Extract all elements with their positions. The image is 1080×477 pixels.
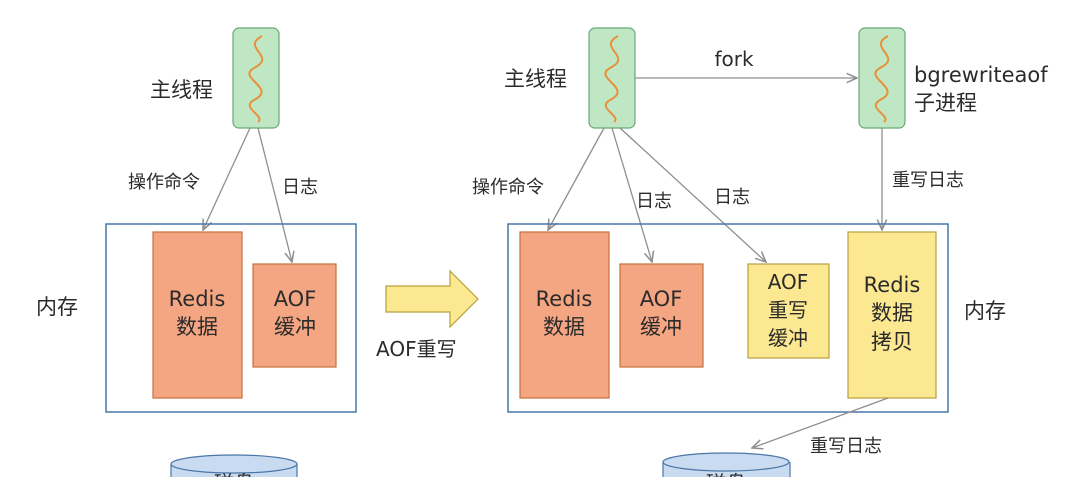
- left-op-cmd-arrow: [203, 127, 251, 230]
- right-log-arrow-2: [619, 127, 766, 262]
- transition-label: AOF重写: [376, 337, 457, 361]
- left-aof-buffer-line2: 缓冲: [274, 315, 316, 339]
- thread-squiggle-icon: [874, 35, 890, 123]
- right-main-thread-label: 主线程: [504, 67, 567, 91]
- bottom-rewrite-arrow: [752, 397, 889, 448]
- left-disk-label: 磁盘: [214, 471, 254, 477]
- left-log-label: 日志: [282, 177, 318, 198]
- aof-rewrite-buffer-block: [747, 263, 830, 359]
- right-main-thread: [588, 27, 636, 129]
- right-disk: 磁盘: [662, 452, 791, 477]
- aof-rewrite-buffer-line3: 缓冲: [768, 326, 808, 350]
- transition-arrow: [385, 269, 479, 329]
- right-redis-data-block: [519, 231, 610, 399]
- right-op-cmd-label: 操作命令: [472, 177, 544, 198]
- left-disk-top: [170, 454, 298, 474]
- right-aof-buffer-line1: AOF: [640, 287, 683, 311]
- child-rewrite-log-label: 重写日志: [892, 170, 964, 191]
- fork-label: fork: [714, 47, 754, 71]
- right-op-cmd-arrow: [548, 127, 605, 230]
- right-disk-top: [662, 452, 790, 472]
- aof-rewrite-buffer-line1: AOF: [768, 270, 809, 294]
- left-aof-buffer-block: [252, 263, 337, 368]
- right-memory-label: 内存: [964, 299, 1006, 323]
- bottom-rewrite-log-label: 重写日志: [810, 436, 882, 457]
- right-redis-data-line1: Redis: [536, 287, 593, 311]
- child-label-line1: bgrewriteaof: [914, 63, 1048, 87]
- left-log-arrow: [257, 127, 292, 262]
- right-log-label-2: 日志: [714, 187, 750, 208]
- right-aof-buffer-block: [619, 263, 704, 368]
- thread-squiggle-icon: [248, 35, 264, 123]
- left-op-cmd-label: 操作命令: [128, 172, 200, 193]
- redis-data-copy-line1: Redis: [864, 273, 921, 297]
- left-memory-frame: [105, 223, 357, 413]
- right-redis-data-line2: 数据: [543, 315, 585, 339]
- thread-squiggle-icon: [604, 35, 620, 123]
- right-disk-label: 磁盘: [706, 471, 746, 477]
- left-redis-data-line1: Redis: [169, 287, 226, 311]
- left-redis-data-line2: 数据: [176, 315, 218, 339]
- right-aof-buffer-line2: 缓冲: [640, 315, 682, 339]
- right-log-label-1: 日志: [636, 191, 672, 212]
- redis-data-copy-line2: 数据: [871, 301, 913, 325]
- aof-rewrite-buffer-line2: 重写: [768, 298, 808, 322]
- left-main-thread-label: 主线程: [150, 78, 213, 102]
- left-thread-box: [232, 27, 280, 129]
- left-redis-data-block: [152, 231, 243, 399]
- redis-data-copy-line3: 拷贝: [871, 330, 913, 354]
- left-main-thread: [232, 27, 280, 129]
- left-aof-buffer-line1: AOF: [274, 287, 317, 311]
- right-log-arrow-1: [611, 127, 652, 262]
- left-memory-label: 内存: [36, 295, 78, 319]
- child-label-line2: 子进程: [914, 91, 977, 115]
- left-disk: 磁盘: [170, 454, 298, 477]
- child-process: [858, 27, 906, 129]
- redis-data-copy-block: [847, 231, 937, 399]
- right-memory-frame: [507, 223, 949, 413]
